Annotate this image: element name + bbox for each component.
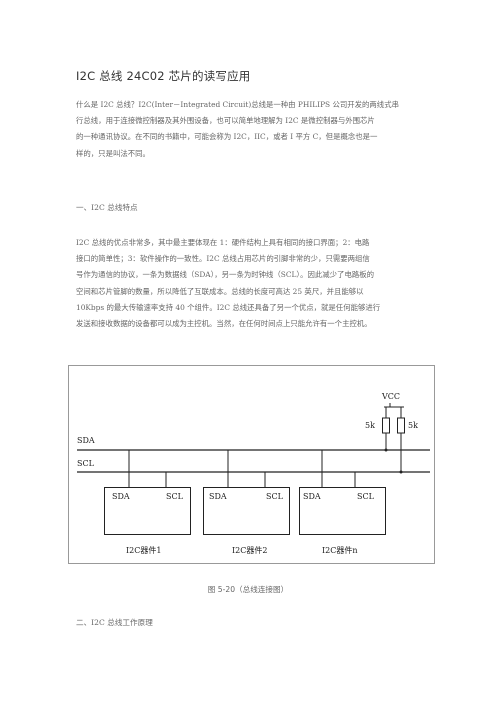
junction-dot [399,470,403,474]
devicen-sda-pin: SDA [303,492,321,501]
figure-caption: 图 5-20（总线连接图） [207,585,289,594]
device2-box [203,487,290,535]
section1-line: 10Kbps 的最大传输速率支持 40 个组件。I2C 总线还具备了另一个优点，… [76,302,381,312]
section1-paragraph: I2C 总线的优点非常多，其中最主要体现在 1：硬件结构上具有相同的接口界面；2… [76,235,428,332]
intro-line: 的一种通讯协议。在不同的书籍中，可能会称为 I2C，IIC，或者 I 平方 C，… [76,132,378,142]
intro-line: 什么是 I2C 总线？I2C(Inter－Integrated Circuit)… [76,100,399,109]
resistor-left-label: 5k [365,421,375,430]
resistor-right [397,417,405,434]
section1-line: I2C 总线的优点非常多，其中最主要体现在 1：硬件结构上具有相同的接口界面；2… [76,238,370,247]
section1-line: 接口的简单性；3：软件操作的一致性。I2C 总线占用芯片的引脚非常的少，只需要两… [76,254,370,264]
scl-bus-label: SCL [77,459,95,468]
device1-name: I2C器件1 [126,545,161,555]
device2-sda-pin: SDA [209,492,227,501]
doc-title: I2C 总线 24C02 芯片的读写应用 [76,69,251,83]
devicen-scl-pin: SCL [357,492,375,501]
bus-connection-diagram: VCC 5k 5k SDA SCL SDA SCL I2C器件1 SDA SCL [68,365,435,564]
device2-scl-pin: SCL [266,492,284,501]
section1-heading: 一、I2C 总线特点 [76,203,138,212]
device1-scl-pin: SCL [166,492,184,501]
devicen-box [299,487,386,535]
device1-sda-pin: SDA [112,492,130,501]
sda-bus-label: SDA [77,436,95,445]
devicen-name: I2C器件n [322,545,358,555]
intro-paragraph: 什么是 I2C 总线？I2C(Inter－Integrated Circuit)… [76,97,428,162]
intro-line: 行总线，用于连接微控制器及其外围设备，也可以简单地理解为 I2C 是微控制器与外… [76,116,375,126]
resistor-left [382,417,390,434]
junction-dot [384,448,388,452]
section1-line: 号作为通信的协议，一条为数据线（SDA），另一条为时钟线（SCL）。因此减少了电… [76,270,375,280]
section1-line: 发送和接收数据的设备都可以成为主控机。当然，在任何时间点上只能允许有一个主控机。 [76,319,372,329]
section1-line: 空间和芯片管脚的数量，所以降低了互联成本。总线的长度可高达 25 英尺，并且能够… [76,286,364,296]
resistor-right-label: 5k [408,421,418,430]
device2-name: I2C器件2 [232,545,267,555]
figure-frame [68,365,435,564]
vcc-label: VCC [381,392,400,401]
intro-line: 样的，只是叫法不同。 [76,148,150,158]
device1-box [104,487,191,535]
section2-heading: 二、I2C 总线工作原理 [76,618,153,627]
bus-connection-figure: VCC 5k 5k SDA SCL SDA SCL I2C器件1 SDA SCL [68,365,436,565]
